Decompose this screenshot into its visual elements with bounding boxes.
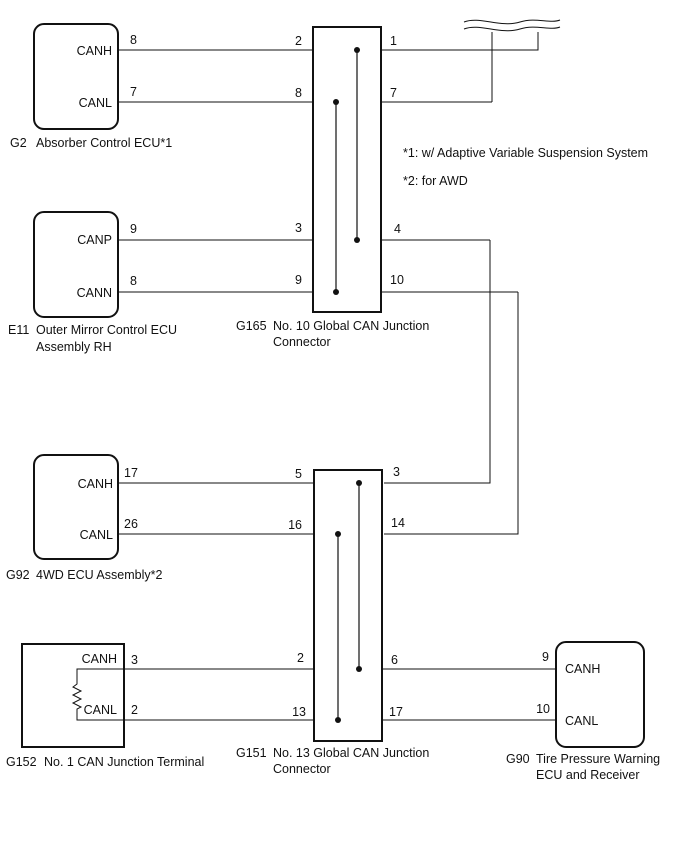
pin-label: CANN	[77, 286, 112, 300]
pin-label: CANL	[565, 714, 598, 728]
component-g2: CANH CANL 8 7 G2 Absorber Control ECU*1	[10, 23, 172, 150]
junction-g151: 5 16 2 13 3 14 6 17 G151 No. 13 Global C…	[236, 465, 429, 776]
wire-g165-4-to-g151-3	[384, 240, 491, 484]
component-g2-box	[33, 23, 119, 130]
component-code: G2	[10, 136, 27, 150]
pin-number: 2	[131, 703, 138, 717]
pin-label: CANH	[565, 662, 600, 676]
junction-g165-node	[333, 99, 339, 105]
pin-label: CANL	[84, 703, 117, 717]
component-name: Absorber Control ECU*1	[36, 136, 172, 150]
pin-number: 17	[124, 466, 138, 480]
pin-label: CANL	[80, 528, 113, 542]
pin-number: 5	[295, 467, 302, 481]
component-name: No. 10 Global CAN Junction	[273, 319, 429, 333]
pin-number: 9	[295, 273, 302, 287]
termination-resistor-icon	[71, 668, 124, 721]
junction-g165-box	[312, 26, 382, 313]
junction-g165-node	[354, 237, 360, 243]
pin-number: 17	[389, 705, 403, 719]
pin-number: 2	[295, 34, 302, 48]
wire-g165-pin1-out	[496, 32, 539, 51]
component-code: G152	[6, 755, 37, 769]
junction-g151-node	[356, 666, 362, 672]
component-name: 4WD ECU Assembly*2	[36, 568, 162, 582]
footnote-1: *1: w/ Adaptive Variable Suspension Syst…	[403, 146, 648, 160]
junction-g165-node	[333, 289, 339, 295]
pin-number: 1	[390, 34, 397, 48]
pin-label: CANH	[77, 44, 112, 58]
footnote-2: *2: for AWD	[403, 174, 468, 188]
pin-number: 10	[536, 702, 550, 716]
component-name: Connector	[273, 762, 331, 776]
component-e11: CANP CANN 9 8 E11 Outer Mirror Control E…	[8, 211, 177, 354]
component-name: Outer Mirror Control ECU	[36, 323, 177, 337]
pin-label: CANL	[79, 96, 112, 110]
component-code: G151	[236, 746, 267, 760]
junction-g151-node	[356, 480, 362, 486]
pin-number: 4	[394, 222, 401, 236]
component-name: No. 13 Global CAN Junction	[273, 746, 429, 760]
component-g92: CANH CANL 17 26 G92 4WD ECU Assembly*2	[6, 454, 162, 582]
junction-g165: 2 8 3 9 1 7 4 10 G165 No. 10 Global CAN …	[236, 26, 429, 349]
component-g92-box	[33, 454, 119, 560]
component-g90: CANH CANL 9 10 G90 Tire Pressure Warning…	[506, 641, 660, 782]
pin-number: 8	[295, 86, 302, 100]
pin-label: CANH	[82, 652, 117, 666]
component-code: G92	[6, 568, 30, 582]
footnotes: *1: w/ Adaptive Variable Suspension Syst…	[403, 146, 648, 188]
pin-number: 9	[130, 222, 137, 236]
component-name: Connector	[273, 335, 331, 349]
pin-number: 2	[297, 651, 304, 665]
pin-label: CANH	[78, 477, 113, 491]
wire-g165-10-to-g151-14	[384, 292, 519, 535]
junction-g151-node	[335, 531, 341, 537]
pin-number: 16	[288, 518, 302, 532]
pin-number: 10	[390, 273, 404, 287]
component-e11-box	[33, 211, 119, 318]
pin-number: 3	[295, 221, 302, 235]
component-name: Tire Pressure Warning	[536, 752, 660, 766]
pin-number: 7	[130, 85, 137, 99]
pin-number: 3	[131, 653, 138, 667]
pin-number: 9	[542, 650, 549, 664]
pin-number: 6	[391, 653, 398, 667]
component-code: G90	[506, 752, 530, 766]
component-name: No. 1 CAN Junction Terminal	[44, 755, 204, 769]
component-name: ECU and Receiver	[536, 768, 640, 782]
component-code: E11	[8, 323, 29, 337]
pin-number: 26	[124, 517, 138, 531]
pin-number: 8	[130, 274, 137, 288]
component-g152: CANH CANL 3 2 G152 No. 1 CAN Junction Te…	[6, 643, 204, 769]
component-name: Assembly RH	[36, 340, 112, 354]
pin-number: 3	[393, 465, 400, 479]
pin-number: 14	[391, 516, 405, 530]
harness-break-symbol	[463, 19, 561, 32]
component-g90-box	[555, 641, 645, 748]
pin-label: CANP	[77, 233, 112, 247]
junction-g165-node	[354, 47, 360, 53]
junction-g151-box	[313, 469, 383, 742]
pin-number: 8	[130, 33, 137, 47]
pin-number: 7	[390, 86, 397, 100]
pin-number: 13	[292, 705, 306, 719]
component-code: G165	[236, 319, 267, 333]
junction-g151-node	[335, 717, 341, 723]
